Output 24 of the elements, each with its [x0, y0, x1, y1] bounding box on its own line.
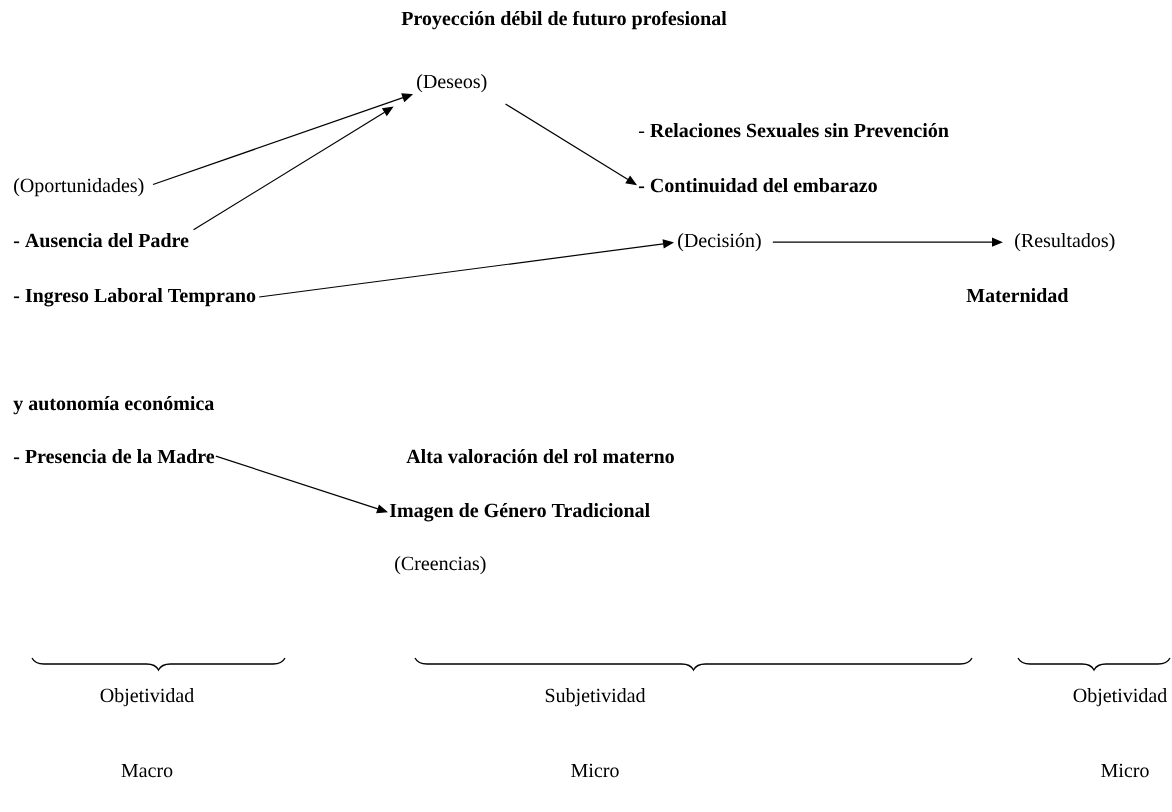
text-label: (Decisión): [678, 233, 761, 252]
arrow: [215, 455, 388, 514]
text-label: - Continuidad del embarazo: [638, 178, 877, 193]
text-label: (Resultados): [1015, 233, 1115, 252]
text-label: Macro: [121, 763, 173, 778]
text-label: Micro: [571, 763, 619, 778]
text-label: y autonomía económica: [13, 396, 214, 415]
text-label: Maternidad: [966, 288, 1069, 303]
text-label: Micro: [1101, 763, 1149, 778]
text-label: Objetividad: [1073, 688, 1167, 707]
arrow: [772, 237, 1003, 247]
text-label: Imagen de Género Tradicional: [389, 503, 650, 522]
text-label: - Relaciones Sexuales sin Prevención: [638, 123, 949, 138]
text-label: Alta valoración del rol materno: [406, 449, 674, 464]
text-label: - Presencia de la Madre: [13, 449, 215, 464]
text-label: - Ausencia del Padre: [13, 233, 189, 248]
text-label: Objetividad: [100, 688, 194, 707]
text-label: (Oportunidades): [14, 178, 144, 197]
text-label: (Deseos): [417, 74, 487, 93]
arrow: [258, 239, 674, 298]
text-label: (Creencias): [395, 556, 486, 575]
text-label: Subjetividad: [545, 688, 646, 707]
text-label: Proyección débil de futuro profesional: [401, 10, 727, 30]
text-label: - Ingreso Laboral Temprano: [13, 288, 256, 307]
